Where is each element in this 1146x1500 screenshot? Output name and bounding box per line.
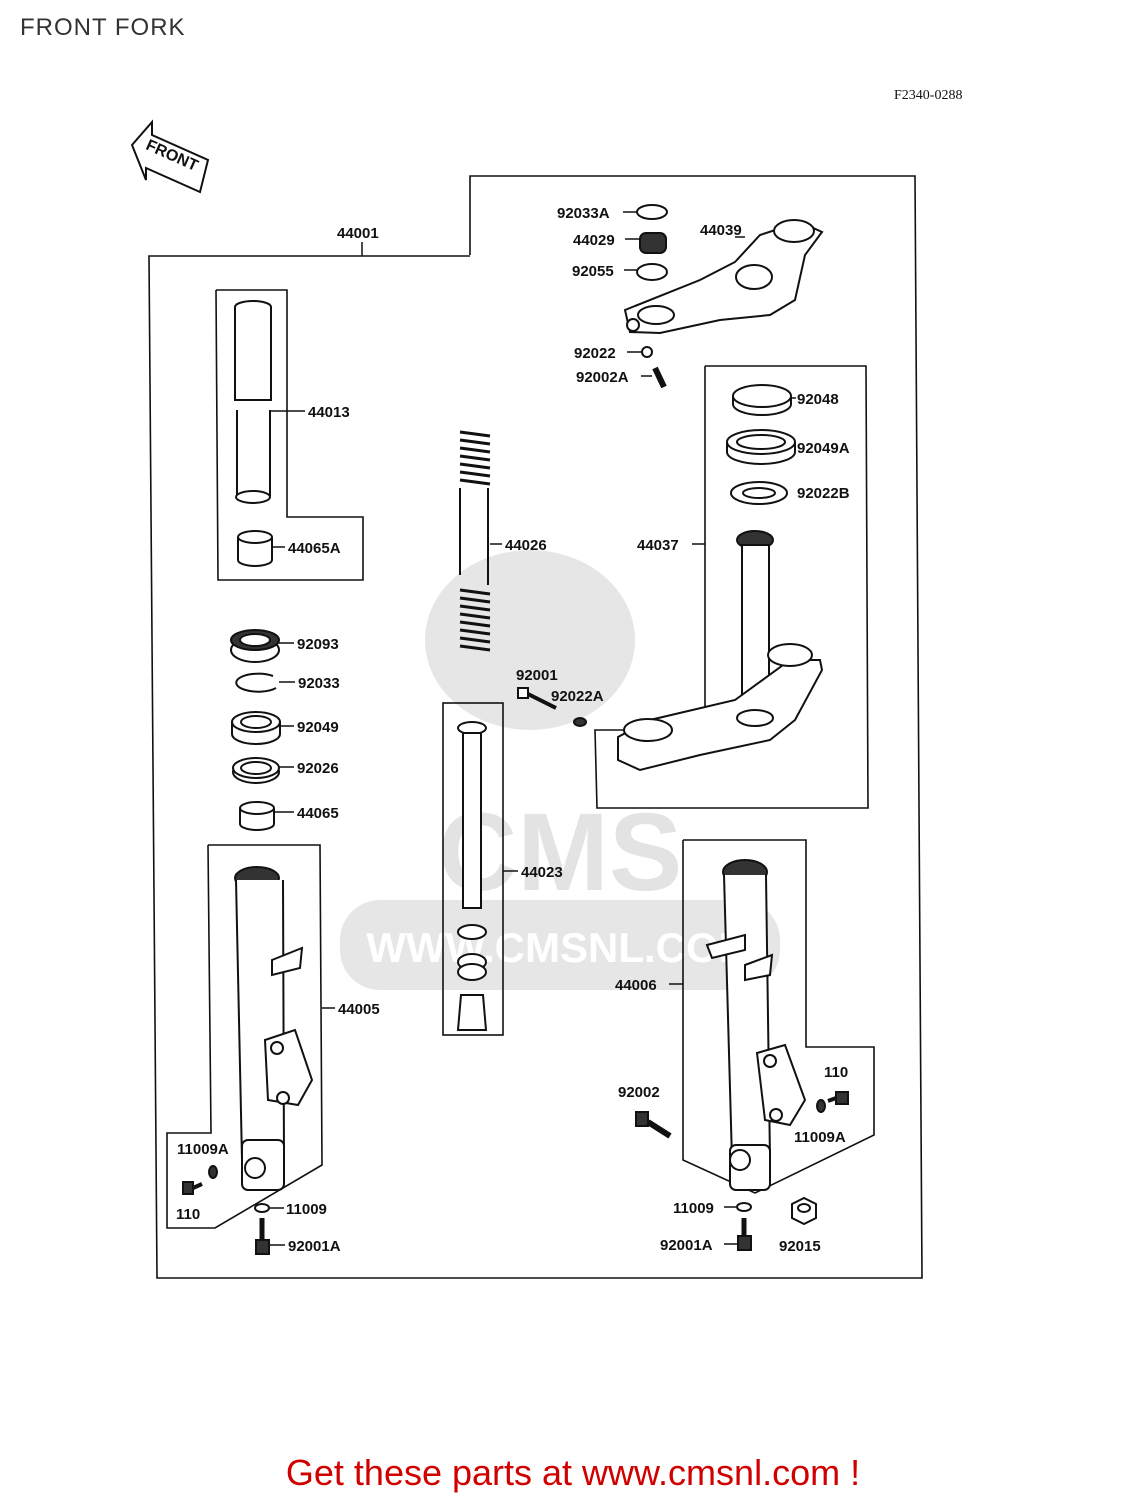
washer-92022 (641, 346, 653, 358)
washer-11009-left (254, 1203, 270, 1213)
oring-92055 (636, 263, 668, 281)
washer-92026 (232, 757, 280, 784)
label-92015: 92015 (779, 1238, 821, 1255)
box-44013 (215, 289, 364, 581)
bushing-44065A (237, 530, 273, 567)
label-44026: 44026 (505, 537, 547, 554)
bolt-92001A-right (737, 1218, 752, 1251)
front-arrow-icon: FRONT (130, 119, 210, 194)
oring-92033A (636, 204, 668, 220)
label-44005: 44005 (338, 1001, 380, 1018)
bushing-44065 (239, 801, 275, 831)
label-44023: 44023 (521, 864, 563, 881)
assembly-outline-44001 (148, 175, 923, 1279)
label-11009A-left: 11009A (177, 1141, 229, 1158)
washer-11009A-left (208, 1165, 218, 1179)
washer-11009-right (736, 1202, 752, 1212)
label-92001A-right: 92001A (660, 1237, 713, 1254)
washer-92022B (730, 481, 788, 505)
label-44039: 44039 (700, 222, 742, 239)
nut-92015 (791, 1196, 817, 1226)
label-92002: 92002 (618, 1084, 660, 1101)
label-44029: 44029 (573, 232, 615, 249)
label-44001: 44001 (337, 225, 379, 242)
diagram-code: F2340-0288 (894, 88, 963, 103)
race-92049A (726, 429, 796, 465)
dust-seal-92093 (230, 629, 280, 663)
washer-92022A (573, 717, 587, 727)
label-92002A: 92002A (576, 369, 629, 386)
label-110-left: 110 (176, 1206, 200, 1223)
bolt-92002A (652, 366, 667, 389)
box-44005 (166, 844, 323, 1229)
bolt-92001A-left (255, 1218, 270, 1255)
stem-bracket-44037 (617, 530, 824, 772)
label-92022: 92022 (574, 345, 616, 362)
page-title: FRONT FORK (20, 14, 186, 41)
bearing-92048 (732, 384, 792, 416)
label-11009A-right: 11009A (794, 1129, 846, 1146)
label-44013: 44013 (308, 404, 350, 421)
washer-11009A-right (816, 1099, 826, 1113)
fork-spring-44026 (459, 430, 491, 652)
fork-inner-tube-44013 (234, 300, 272, 504)
bolt-110-right (827, 1091, 849, 1105)
footer-cta-link[interactable]: Get these parts at www.cmsnl.com ! (285, 1452, 861, 1493)
upper-bracket-44039 (623, 219, 824, 335)
label-92022B: 92022B (797, 485, 850, 502)
box-44023 (442, 702, 504, 1036)
fork-outer-tube-right-44006 (705, 859, 807, 1191)
bolt-110-left (182, 1181, 203, 1195)
watermark: CMS WWW.CMSNL.COM (340, 550, 780, 990)
fork-outer-tube-left-44005 (234, 866, 314, 1191)
label-92033: 92033 (298, 675, 340, 692)
label-92001: 92001 (516, 667, 558, 684)
label-92001A-left: 92001A (288, 1238, 341, 1255)
label-110-right: 110 (824, 1064, 848, 1081)
bolt-92001 (517, 687, 557, 710)
label-11009-right: 11009 (673, 1200, 714, 1217)
cap-44029 (639, 232, 667, 254)
label-92049A: 92049A (797, 440, 850, 457)
label-92033A: 92033A (557, 205, 610, 222)
label-92022A: 92022A (551, 688, 604, 705)
label-44065: 44065 (297, 805, 339, 822)
watermark-url-text: WWW.CMSNL.COM (366, 924, 753, 971)
label-44006: 44006 (615, 977, 657, 994)
label-92093: 92093 (297, 636, 339, 653)
label-44065A: 44065A (288, 540, 341, 557)
label-11009-left: 11009 (286, 1201, 327, 1218)
circlip-92033 (235, 672, 277, 693)
label-92048: 92048 (797, 391, 839, 408)
damper-rod-44023 (456, 721, 488, 1031)
label-92055: 92055 (572, 263, 614, 280)
parts-diagram: CMS WWW.CMSNL.COM FRONT 44001 44013 4406… (130, 119, 923, 1279)
label-92026: 92026 (297, 760, 339, 777)
label-44037: 44037 (637, 537, 679, 554)
label-92049: 92049 (297, 719, 339, 736)
bolt-92002 (635, 1111, 672, 1139)
box-44006 (682, 839, 875, 1194)
oil-seal-92049 (231, 711, 281, 745)
